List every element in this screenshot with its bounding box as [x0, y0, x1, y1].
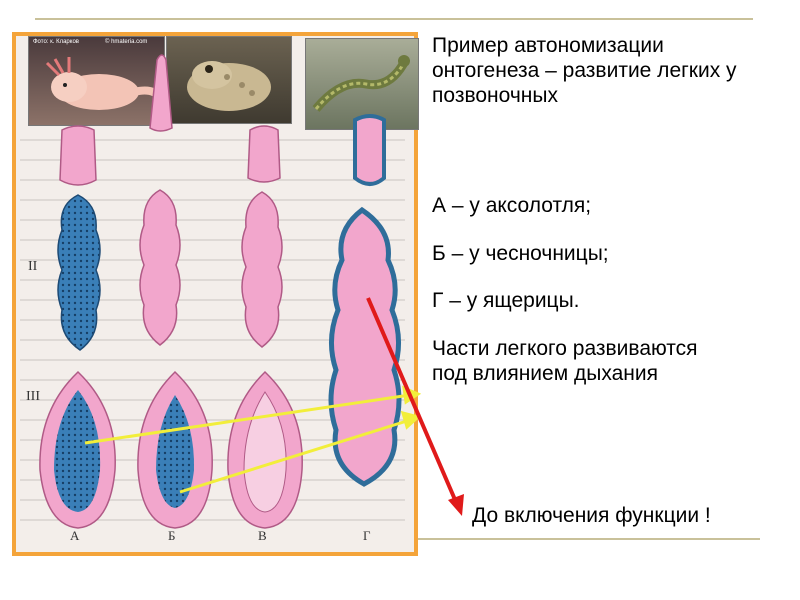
top-rule	[35, 18, 753, 20]
lung-b-stage-1	[149, 54, 173, 132]
before-function-note: До включения функции !	[472, 504, 711, 527]
toad-image	[187, 61, 271, 111]
axolotl-photo: Фото: к. Кларков © hmateria.com	[28, 36, 165, 126]
column-label-b: Б	[168, 528, 175, 543]
lung-v-stage-3	[227, 370, 303, 529]
lung-a-stage-2	[57, 194, 101, 351]
lung-b-stage-2	[139, 189, 181, 346]
legend-lizard: Г – у ящерицы.	[432, 289, 580, 312]
photo-caption-right: © hmateria.com	[105, 39, 148, 45]
lung-a-stage-3	[39, 370, 116, 529]
slide-title: Пример автономизации онтогенеза – развит…	[432, 34, 737, 107]
yellow-arrow-b-head	[400, 410, 422, 430]
photo-caption-left: Фото: к. Кларков	[33, 39, 79, 45]
lizard-image	[312, 55, 411, 112]
column-label-v: В	[258, 528, 267, 543]
lung-b-stage-3	[137, 370, 213, 529]
lizard-photo	[305, 38, 419, 130]
lung-v-stage-1	[247, 125, 281, 183]
lung-g-stage-2	[328, 206, 402, 487]
spadefoot-toad-photo	[166, 36, 292, 124]
column-label-a: А	[70, 528, 80, 543]
red-arrow	[366, 297, 464, 516]
parts-development-text: Части легкого развиваются под влиянием д…	[432, 337, 698, 385]
yellow-arrow-b	[179, 418, 411, 494]
legend-axolotl: А – у аксолотля;	[432, 194, 592, 217]
lung-g-stage-1	[353, 114, 386, 186]
column-label-g: Г	[363, 528, 371, 543]
row-label-3: III	[26, 389, 40, 404]
lung-v-stage-2	[241, 191, 283, 348]
legend-spadefoot: Б – у чесночницы;	[432, 242, 609, 265]
bottom-rule	[416, 538, 760, 540]
lung-a-stage-1	[59, 125, 97, 186]
yellow-arrow-a	[84, 393, 411, 445]
row-label-2: II	[28, 259, 38, 274]
